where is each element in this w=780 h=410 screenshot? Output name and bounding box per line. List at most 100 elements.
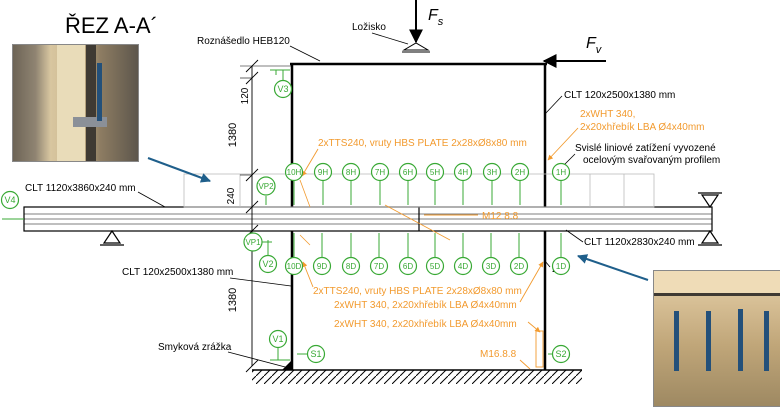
sensor-label: 2H <box>515 168 525 177</box>
sensor-bottom-5d[interactable]: 5D <box>425 233 445 276</box>
sensor-vp2[interactable]: VP2 <box>256 176 276 205</box>
sensor-s1[interactable]: S1 <box>297 344 326 364</box>
tts-top-leader[interactable] <box>301 148 319 177</box>
sensor-bottom-4d[interactable]: 4D <box>453 233 473 276</box>
bearing-leader <box>371 32 409 45</box>
dim-tick <box>245 200 259 214</box>
sensor-label: 1D <box>556 262 566 271</box>
bearing-symbol <box>402 42 430 51</box>
sensor-label: 5D <box>430 262 440 271</box>
sensor-v4[interactable]: V4 <box>0 190 25 220</box>
section-title: ŘEZ A-A´ <box>65 13 158 38</box>
sensor-vp1-label: VP1 <box>245 238 261 247</box>
m16-label: M16.8.8 <box>480 349 517 360</box>
sensor-vp2-label: VP2 <box>258 182 274 191</box>
clt-beam-label: CLT 1120x3860x240 mm <box>25 183 136 194</box>
force-v-subscript: v <box>596 44 603 56</box>
photo-right-strip <box>706 311 711 371</box>
photo-left-strip <box>97 63 102 121</box>
sensor-bottom-8d[interactable]: 8D <box>341 233 361 276</box>
sensor-v2[interactable]: V2 <box>258 240 278 274</box>
sensor-bottom-6d[interactable]: 6D <box>398 233 418 276</box>
sensor-bottom-10d[interactable]: 10D <box>284 233 304 276</box>
sensor-circle <box>425 162 445 182</box>
sensor-v3[interactable]: V3 <box>270 69 293 99</box>
wht-bottom-leader-2[interactable] <box>527 321 541 333</box>
sensor-top-6h[interactable]: 6H <box>398 162 418 206</box>
sensor-top-9h[interactable]: 9H <box>313 162 333 206</box>
tts-bottom-leader[interactable] <box>302 261 314 288</box>
sensor-label: 1H <box>556 168 566 177</box>
sensor-top-2h[interactable]: 2H <box>510 162 530 206</box>
dim-240: 240 <box>226 187 237 204</box>
tts-top-label: 2xTTS240, vruty HBS PLATE 2x28xØ8x80 mm <box>318 138 527 149</box>
sensor-circle <box>313 162 333 182</box>
sensor-v1[interactable]: V1 <box>268 329 291 361</box>
dim-120: 120 <box>240 87 251 104</box>
photo-right-strip <box>764 311 769 371</box>
sensor-label: 4H <box>458 168 468 177</box>
sensor-bottom-9d[interactable]: 9D <box>312 233 332 276</box>
spreader-label: Roznášedlo HEB120 <box>197 36 290 47</box>
ghost-bracket <box>299 179 311 208</box>
shear-key-label: Smyková zrážka <box>158 342 232 353</box>
left-support-triangle <box>102 229 122 244</box>
sensor-circle <box>398 162 418 182</box>
sensor-top-3h[interactable]: 3H <box>482 162 502 206</box>
bearing-label: Ložisko <box>352 22 386 33</box>
callout-arrow-right <box>577 254 649 281</box>
sensor-label: 9D <box>317 262 327 271</box>
sensor-v3-label: V3 <box>277 84 288 94</box>
sensor-bottom-7d[interactable]: 7D <box>369 233 389 276</box>
sensor-label: 3H <box>487 168 497 177</box>
sensor-circle <box>341 256 361 276</box>
sensor-v1-label: V1 <box>272 334 283 344</box>
load-note-2: ocelovým svařovaným profilem <box>583 155 720 166</box>
shear-key-leader <box>227 351 290 369</box>
callout-arrow-left <box>147 157 211 183</box>
sensor-top-5h[interactable]: 5H <box>425 162 445 206</box>
clt-bottom-leader <box>229 277 292 287</box>
sensor-label: 8H <box>346 168 356 177</box>
wht-top-label-2: 2x20xhřebík LBA Ø4x40mm <box>580 122 705 133</box>
sensor-vp1[interactable]: VP1 <box>243 232 272 252</box>
spreader-leader <box>289 45 321 62</box>
sensor-s2[interactable]: S2 <box>548 344 571 364</box>
sensor-top-8h[interactable]: 8H <box>341 162 361 206</box>
force-s-subscript: s <box>438 16 444 28</box>
sensor-s1-label: S1 <box>310 349 321 359</box>
sensor-circle <box>453 162 473 182</box>
wht-bottom-leader-1[interactable] <box>519 261 544 303</box>
sensor-top-7h[interactable]: 7H <box>370 162 390 206</box>
m12-label: M12 8.8 <box>482 211 519 222</box>
dim-1380-top: 1380 <box>227 123 239 147</box>
clt-bottom-label: CLT 120x2500x1380 mm <box>122 267 233 278</box>
sensor-v4-label: V4 <box>4 195 15 205</box>
wht-bottom-label-2: 2xWHT 340, 2x20xhřebík LBA Ø4x40mm <box>334 319 517 330</box>
sensor-bottom-3d[interactable]: 3D <box>481 233 501 276</box>
sensor-circle <box>482 162 502 182</box>
photo-right-panel <box>654 271 780 293</box>
m16-leader <box>519 359 531 370</box>
sensor-top-10h[interactable]: 10H <box>284 162 304 206</box>
sensor-top-4h[interactable]: 4H <box>453 162 473 206</box>
sensor-bottom-1d[interactable]: 1D <box>551 233 571 276</box>
clt-top-leader <box>544 95 563 115</box>
clt-right-leader <box>565 229 584 243</box>
sensor-label: 6H <box>403 168 413 177</box>
sensor-label: 6D <box>403 262 413 271</box>
sensor-circle <box>398 256 418 276</box>
sensor-circle <box>341 162 361 182</box>
sensor-label: 10D <box>287 262 302 271</box>
sensor-bottom-2d[interactable]: 2D <box>509 233 529 276</box>
ghost-panel <box>183 173 655 208</box>
sensor-top-1h[interactable]: 1H <box>551 162 571 206</box>
sensor-circle <box>453 256 473 276</box>
dim-tick <box>245 359 259 373</box>
sensor-circle <box>284 256 304 276</box>
sensor-s2-label: S2 <box>555 349 566 359</box>
m12-bolt-line <box>384 204 451 241</box>
sensor-row-top: 10H 9H 8H 7H 6H 5H 4H 3H 2H 1H <box>284 162 571 206</box>
wht-top-leader[interactable] <box>547 127 579 161</box>
